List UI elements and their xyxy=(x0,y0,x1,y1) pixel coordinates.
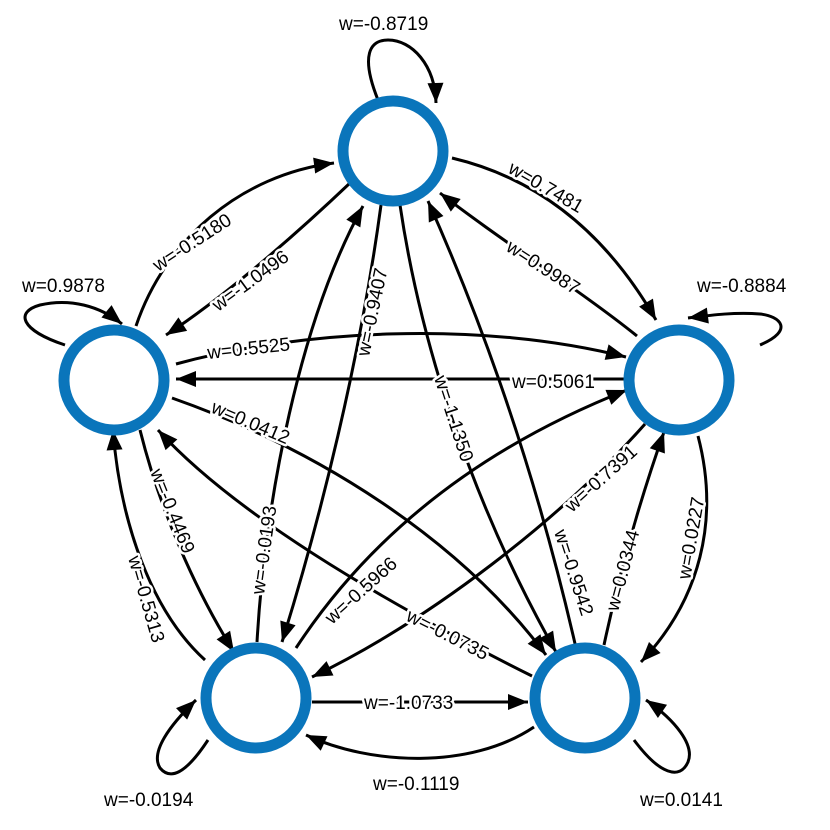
edge-left-to-bottom-right xyxy=(171,396,548,656)
node-bottom-left[interactable] xyxy=(200,642,312,754)
edge-label-bottom-right-self: w=0.0141 xyxy=(639,790,723,811)
edge-bottom-left-to-left xyxy=(106,429,207,662)
edge-label-top-self: w=-0.8719 xyxy=(338,14,428,35)
node-top[interactable] xyxy=(337,95,449,207)
edge-right-self xyxy=(687,307,783,347)
edge-bottom-right-to-top xyxy=(426,200,578,649)
edge-left-to-top xyxy=(134,157,335,327)
edge-label-top-to-right: w=0.7481 xyxy=(504,158,587,218)
edge-bottom-left-to-right xyxy=(294,388,628,649)
edge-label-top-to-left: w=-1.0496 xyxy=(208,247,293,317)
edge-label-right-to-top: w=0.9987 xyxy=(501,236,583,299)
edge-bottom-right-to-right xyxy=(602,431,666,646)
edge-label-left-self: w=0.9878 xyxy=(21,276,105,297)
edge-label-right-to-bottom-left: w=-0.7391 xyxy=(561,441,642,517)
node-bottom-right[interactable] xyxy=(529,642,641,754)
edge-left-to-right xyxy=(175,332,627,366)
edge-label-bottom-left-to-bottom-right: w=-1.0733 xyxy=(363,693,453,714)
edge-bottom-left-to-top xyxy=(255,205,365,643)
edge-right-to-bottom-left xyxy=(311,423,647,679)
node-right[interactable] xyxy=(623,324,735,436)
node-left[interactable] xyxy=(58,324,170,436)
edge-bottom-right-to-left xyxy=(156,428,533,678)
edge-label-left-to-right: w=0.5525 xyxy=(205,334,291,364)
edge-right-to-bottom-right xyxy=(639,435,709,664)
edge-label-top-to-bottom-right: w=-1.1350 xyxy=(429,372,477,464)
edge-label-bottom-left-to-top: w=-0.0193 xyxy=(248,504,281,596)
edge-bottom-left-self xyxy=(155,698,210,776)
edge-top-to-right xyxy=(451,156,658,321)
edge-label-bottom-left-self: w=-0.0194 xyxy=(103,790,194,811)
edge-label-left-to-bottom-right: w=0.0412 xyxy=(207,397,292,449)
edge-bottom-right-to-bottom-left xyxy=(305,725,535,760)
edge-label-right-self: w=-0.8884 xyxy=(696,276,787,297)
edge-label-bottom-right-to-left: w=-0.0735 xyxy=(402,605,492,665)
edge-label-bottom-left-to-left: w=-0.5313 xyxy=(123,553,168,646)
edge-label-top-to-bottom-left: w=-0.9407 xyxy=(353,266,392,359)
edge-label-left-to-bottom-left: w=-0.4469 xyxy=(145,465,198,557)
edge-label-bottom-right-to-right: w=0.0344 xyxy=(602,527,644,614)
edge-label-right-to-left: w=0.5061 xyxy=(511,372,595,393)
edge-right-to-top xyxy=(439,191,638,338)
edge-left-self xyxy=(23,301,123,347)
edge-label-left-to-top: w=-0.5180 xyxy=(148,210,235,277)
edge-bottom-right-self xyxy=(632,698,691,774)
edge-top-to-bottom-right xyxy=(398,204,558,653)
edge-layer xyxy=(23,38,783,776)
edge-top-to-bottom-left xyxy=(280,204,383,643)
node-layer xyxy=(58,95,735,754)
edge-left-to-bottom-left xyxy=(138,429,236,653)
edge-top-self xyxy=(367,38,444,104)
edge-top-to-left xyxy=(165,181,352,337)
edge-label-bottom-right-to-bottom-left: w=-0.1119 xyxy=(372,774,459,795)
